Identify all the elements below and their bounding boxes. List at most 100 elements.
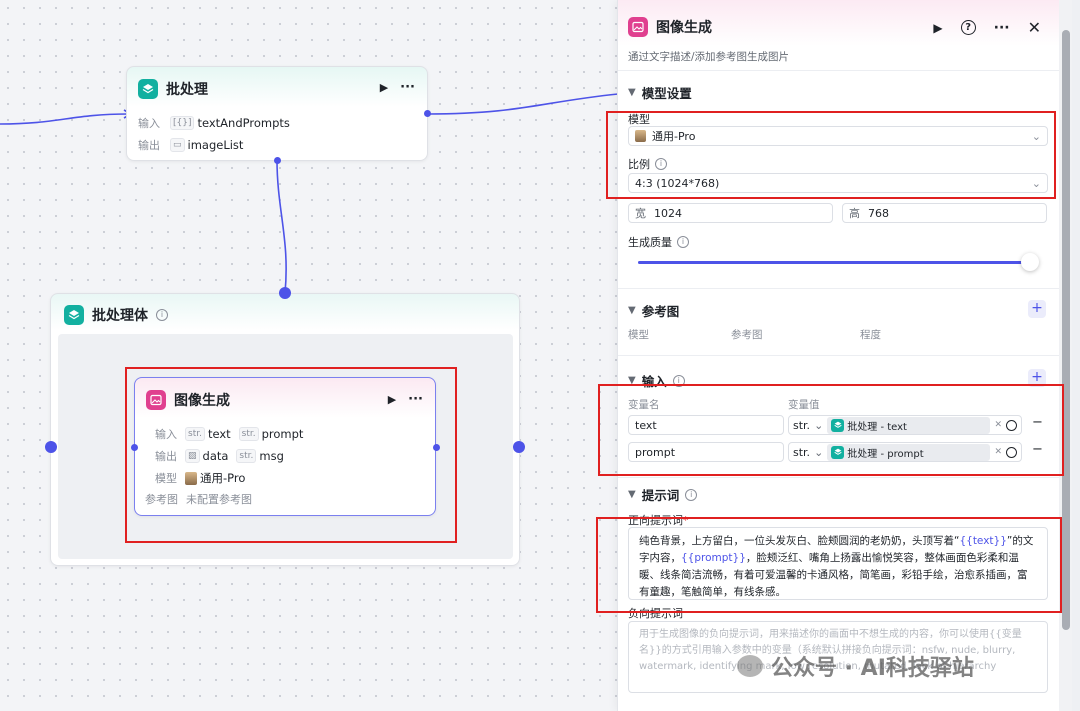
output-data: data [202,449,229,463]
input-prompt: prompt [261,427,304,441]
highlight-box-input [598,384,1064,476]
col-degree: 程度 [860,329,881,341]
info-icon[interactable]: i [685,488,698,501]
batch-body-title: 批处理体 [92,308,148,324]
layers-icon [831,418,845,432]
string-tag: str. [238,427,259,441]
add-input-button[interactable]: + [1028,369,1046,387]
image-list-icon: ▭ [170,138,185,152]
batch-output-port[interactable] [424,110,431,117]
image-icon [146,390,166,410]
close-icon[interactable]: ✕ [1027,18,1041,37]
batch-body-right-port[interactable] [513,441,525,453]
model-value: 通用-Pro [200,471,246,485]
panel-scrollbar[interactable] [1060,0,1072,711]
clear-icon[interactable]: ✕ [994,420,1002,430]
help-icon[interactable]: ? [960,20,976,35]
chevron-down-icon: ▼ [628,489,636,500]
chevron-down-icon: ▼ [628,375,636,386]
model-avatar-icon [185,471,197,485]
input-value: textAndPrompts [197,116,290,130]
image-node-input-port[interactable] [131,444,138,451]
run-icon[interactable]: ▶ [379,81,389,94]
quality-slider-knob[interactable] [1021,253,1039,271]
remove-row-button[interactable]: − [1032,442,1043,457]
batch-body-top-port[interactable] [279,287,291,299]
highlight-box-prompt [596,517,1062,613]
negative-prompt-label: 负向提示词 [628,607,683,620]
image-icon [628,17,648,37]
image-node-output-port[interactable] [433,444,440,451]
clear-icon[interactable]: ✕ [994,447,1002,457]
panel-subtitle: 通过文字描述/添加参考图生成图片 [628,51,790,63]
image-tag-icon: ▨ [185,449,200,463]
negative-prompt-input[interactable]: 用于生成图像的负向提示词，用来描述你的画面中不想生成的内容，你可以使用{{变量名… [628,621,1048,693]
var-ref-prompt: {{prompt}} [681,552,746,564]
quality-label: 生成质量 [628,236,672,249]
info-icon[interactable]: i [677,236,689,248]
col-var-value: 变量值 [788,399,820,411]
output-label: 输出 [138,139,160,152]
var-value-field[interactable]: str. ⌄ 批处理 - prompt ✕ [788,442,1022,462]
var-name-field[interactable]: prompt [628,442,784,462]
run-icon[interactable]: ▶ [387,393,397,406]
chevron-down-icon: ⌄ [814,418,824,432]
var-value-field[interactable]: str. ⌄ 批处理 - text ✕ [788,415,1022,435]
ref-label: 参考图 [145,493,178,506]
ratio-label: 比例 [628,158,650,171]
info-icon[interactable]: i [156,309,168,321]
info-icon[interactable]: i [655,158,667,170]
watermark: 公众号 · AI科技驿站 [737,650,974,682]
panel-title: 图像生成 [656,20,712,36]
quality-slider[interactable] [638,253,1039,271]
string-tag: str. [236,449,257,463]
canvas-edge [1072,0,1080,711]
quality-slider-fill [638,261,1030,264]
batch-body-left-port[interactable] [45,441,57,453]
input-text: text [207,427,231,441]
target-icon[interactable] [1006,419,1017,431]
col-var-name: 变量名 [628,399,660,411]
output-msg: msg [259,449,284,463]
target-icon[interactable] [1006,446,1017,458]
wechat-icon [737,655,763,677]
ratio-select[interactable]: 4:3 (1024*768) ⌄ [628,173,1048,193]
layers-icon [64,305,84,325]
add-reference-button[interactable]: + [1028,300,1046,318]
col-model: 模型 [628,329,649,341]
model-avatar-icon [635,130,646,142]
chevron-down-icon: ▼ [628,87,636,98]
model-label: 模型 [628,113,650,126]
more-icon[interactable]: ··· [408,392,423,407]
remove-row-button[interactable]: − [1032,415,1043,430]
image-gen-node[interactable]: 图像生成 ▶ ··· 输入 str.text str.prompt 输出 ▨da… [134,377,436,516]
model-select[interactable]: 通用-Pro ⌄ [628,126,1048,146]
ref-value: 未配置参考图 [186,493,252,506]
info-icon[interactable]: i [672,374,685,387]
more-icon[interactable]: ··· [993,19,1010,36]
section-model-settings[interactable]: ▼模型设置 [628,86,692,101]
positive-prompt-input[interactable]: 纯色背景，上方留白，一位头发灰白、脸颊圆润的老奶奶，头顶写着“{{text}}”… [628,527,1048,600]
col-ref: 参考图 [731,329,763,341]
highlight-box-node [125,367,457,543]
more-icon[interactable]: ··· [400,80,415,95]
output-value: imageList [187,138,244,152]
image-node-title: 图像生成 [174,393,230,409]
layers-icon [831,445,845,459]
section-reference[interactable]: ▼参考图 [628,304,680,319]
batch-bottom-port[interactable] [274,157,281,164]
var-name-field[interactable]: text [628,415,784,435]
chevron-down-icon: ⌄ [1031,176,1041,190]
scrollbar-thumb[interactable] [1062,30,1070,630]
chevron-down-icon: ▼ [628,305,636,316]
chevron-down-icon: ⌄ [1031,129,1041,143]
run-icon[interactable]: ▶ [933,20,943,35]
var-ref-text: {{text}} [959,535,1007,547]
array-tag: [{}] [170,116,195,130]
batch-node[interactable]: 批处理 ▶ ··· 输入 [{}]textAndPrompts 输出 ▭imag… [126,66,428,161]
model-label: 模型 [155,472,177,485]
output-label: 输出 [155,450,177,463]
